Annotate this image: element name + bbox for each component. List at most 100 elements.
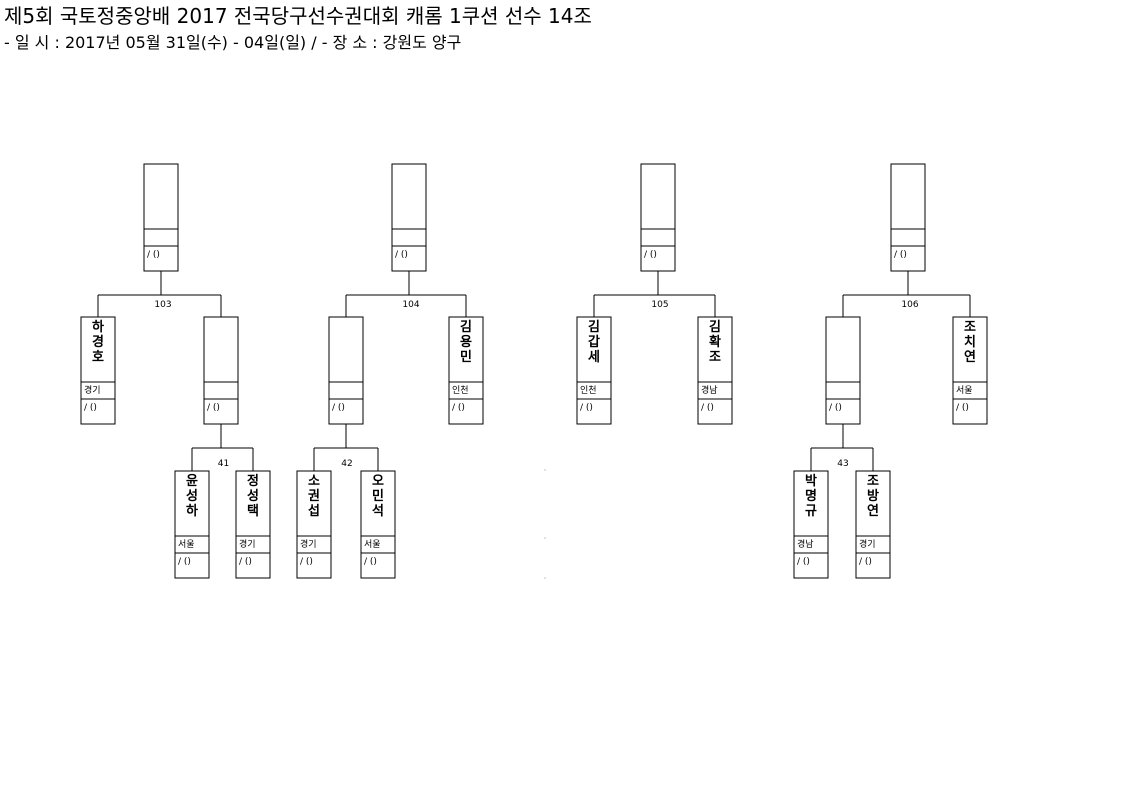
- player-box: 조방연조방연경기/ (): [855, 470, 891, 579]
- player-box-frame: [143, 163, 179, 272]
- player-region: 경기: [859, 538, 876, 550]
- player-box-frame: [391, 163, 427, 272]
- player-name-char: 갑: [588, 334, 600, 350]
- player-score: / (): [178, 557, 191, 567]
- player-box-frame: [855, 470, 891, 579]
- player-name-char: 조: [709, 350, 721, 365]
- player-name-char: 성: [186, 489, 198, 504]
- player-box-frame: [203, 316, 239, 425]
- player-name-char: 소: [308, 474, 320, 489]
- match-number: 106: [901, 300, 918, 310]
- player-box-frame: [174, 470, 210, 579]
- match-number: 42: [341, 459, 352, 469]
- player-score: / (): [239, 557, 252, 567]
- player-region: 서울: [178, 539, 195, 550]
- player-score: / (): [147, 250, 160, 260]
- player-region: 인천: [580, 385, 597, 396]
- player-name-char: 정: [247, 473, 259, 489]
- player-region: 경기: [300, 538, 317, 550]
- player-box: 윤성하윤성하서울/ (): [174, 470, 210, 579]
- player-box: 김갑세김갑세인천/ (): [576, 316, 612, 425]
- player-box: / (): [825, 316, 861, 425]
- winner-box: / (): [391, 163, 427, 272]
- player-region: 경남: [701, 384, 718, 396]
- player-name-char: 연: [867, 504, 879, 519]
- player-name-char: 윤: [186, 474, 198, 489]
- player-score: / (): [829, 403, 842, 413]
- player-name-char: 경: [92, 334, 104, 350]
- player-name-char: 용: [460, 334, 472, 350]
- player-score: / (): [332, 403, 345, 413]
- player-box-frame: [640, 163, 676, 272]
- player-name-char: 호: [92, 350, 104, 365]
- player-name-char: 박: [805, 473, 817, 489]
- player-name-char: 김: [588, 320, 600, 335]
- player-box: 정성택정성택경기/ (): [235, 470, 271, 579]
- player-name-char: 치: [964, 334, 976, 350]
- player-name-char: 하: [186, 503, 198, 519]
- player-name-char: 명: [805, 488, 817, 504]
- player-region: 경남: [797, 538, 814, 550]
- stray-dot: [544, 537, 546, 539]
- winner-box: / (): [143, 163, 179, 272]
- player-score: / (): [580, 403, 593, 413]
- stray-dot: [544, 469, 546, 471]
- player-box-frame: [448, 316, 484, 425]
- player-score: / (): [644, 250, 657, 260]
- player-region: 서울: [364, 539, 381, 550]
- match-number: 41: [218, 459, 229, 469]
- player-score: / (): [797, 557, 810, 567]
- player-box: / (): [203, 316, 239, 425]
- player-box-frame: [80, 316, 116, 425]
- winner-box: / (): [890, 163, 926, 272]
- player-box-frame: [793, 470, 829, 579]
- player-score: / (): [84, 403, 97, 413]
- player-name-char: 세: [588, 350, 600, 365]
- player-box: 김용민김용민인천/ (): [448, 316, 484, 425]
- player-name-char: 민: [372, 488, 384, 504]
- player-region: 인천: [452, 385, 469, 396]
- stray-dot: [544, 577, 546, 579]
- player-score: / (): [701, 403, 714, 413]
- match-number: 105: [651, 300, 668, 310]
- player-box-frame: [576, 316, 612, 425]
- player-box: 오민석오민석서울/ (): [360, 470, 396, 579]
- match-number: 104: [402, 300, 419, 310]
- player-score: / (): [859, 557, 872, 567]
- player-score: / (): [207, 403, 220, 413]
- player-region: 서울: [956, 385, 973, 396]
- player-name-char: 성: [247, 489, 259, 504]
- player-box: 하경호하경호경기/ (): [80, 316, 116, 425]
- player-region: 경기: [84, 384, 101, 396]
- player-box: 소권섭소권섭경기/ (): [296, 470, 332, 579]
- player-score: / (): [300, 557, 313, 567]
- player-name-char: 조: [867, 474, 879, 489]
- player-name-char: 민: [460, 349, 472, 365]
- player-name-char: 연: [964, 350, 976, 365]
- player-name-char: 섭: [308, 504, 320, 519]
- player-box-frame: [890, 163, 926, 272]
- player-score: / (): [452, 403, 465, 413]
- player-name-char: 조: [964, 320, 976, 335]
- player-name-char: 택: [247, 503, 259, 519]
- player-name-char: 규: [805, 504, 817, 519]
- bracket-subtitle: - 일 시 : 2017년 05월 31일(수) - 04일(일) / - 장 …: [4, 33, 462, 52]
- match-number: 103: [154, 300, 171, 310]
- player-name-char: 오: [372, 474, 384, 489]
- winner-box: / (): [640, 163, 676, 272]
- player-region: 경기: [239, 538, 256, 550]
- player-box-frame: [328, 316, 364, 425]
- player-score: / (): [395, 250, 408, 260]
- player-name-char: 권: [308, 489, 320, 504]
- player-box-frame: [825, 316, 861, 425]
- player-name-char: 하: [92, 319, 104, 335]
- bracket-title: 제5회 국토정중앙배 2017 전국당구선수권대회 캐롬 1쿠션 선수 14조: [4, 4, 592, 28]
- player-box-frame: [235, 470, 271, 579]
- player-box: 조치연조치연서울/ (): [952, 316, 988, 425]
- player-box-frame: [697, 316, 733, 425]
- player-name-char: 확: [709, 334, 721, 350]
- player-name-char: 김: [460, 320, 472, 335]
- player-name-char: 방: [867, 488, 879, 504]
- player-box-frame: [296, 470, 332, 579]
